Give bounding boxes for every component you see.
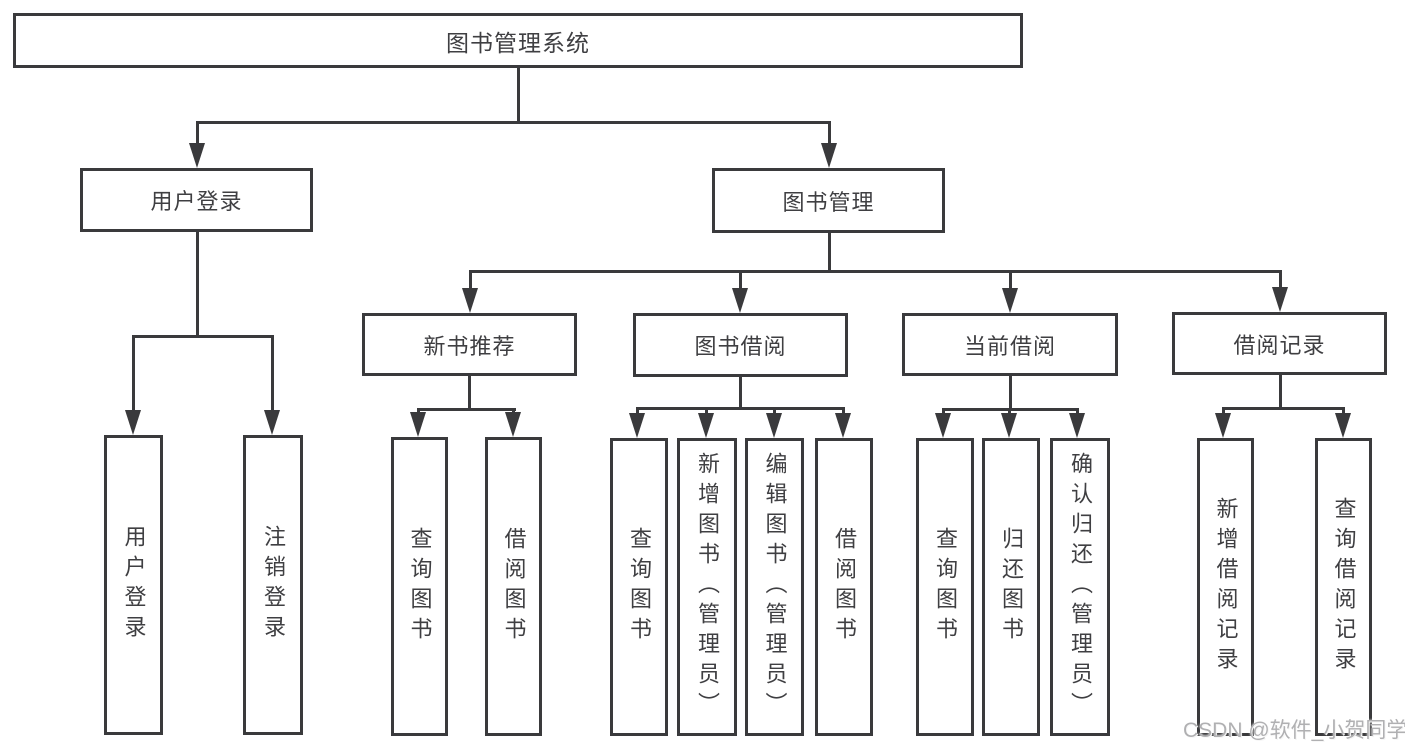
- csdn-watermark: CSDN @软件_小贺同学: [1183, 719, 1405, 742]
- leaf-cb-query-books-label: 查询图书: [933, 527, 958, 647]
- arrow-down-icon: [629, 413, 645, 438]
- connector-nbr-trunk: [468, 376, 471, 408]
- arrow-down-icon: [410, 412, 426, 437]
- connector-stub-bb-edit: [773, 407, 776, 414]
- connector-stub-nbr-query: [417, 408, 420, 414]
- arrow-down-icon: [766, 413, 782, 438]
- connector-bb-rail: [636, 407, 845, 410]
- node-root-label: 图书管理系统: [446, 29, 590, 56]
- connector-cb-trunk: [1009, 376, 1012, 408]
- connector-bb-trunk: [739, 377, 742, 407]
- leaf-nbr-borrow-books: 借阅图书: [485, 437, 542, 736]
- node-user-login: 用户登录: [80, 168, 313, 232]
- leaf-cb-query-books: 查询图书: [916, 438, 974, 736]
- connector-stub-cb-query: [942, 408, 945, 414]
- arrow-down-icon: [264, 410, 280, 435]
- leaf-cb-return-books: 归还图书: [982, 438, 1040, 736]
- leaf-bb-borrow-books: 借阅图书: [815, 438, 873, 736]
- connector-stub-cb-confirm: [1076, 408, 1079, 414]
- arrow-down-icon: [125, 410, 141, 435]
- arrow-down-icon: [189, 143, 205, 168]
- connector-br-rail: [1222, 407, 1345, 410]
- leaf-bb-borrow-books-label: 借阅图书: [832, 527, 857, 647]
- leaf-bb-query-books: 查询图书: [610, 438, 668, 736]
- leaf-nbr-borrow-books-label: 借阅图书: [501, 526, 527, 647]
- arrow-down-icon: [835, 413, 851, 438]
- arrow-down-icon: [1002, 288, 1018, 313]
- leaf-bb-add-books-admin: 新增图书（管理员）: [677, 438, 737, 736]
- leaf-nbr-query-books-label: 查询图书: [407, 526, 433, 647]
- node-new-book-recommend: 新书推荐: [362, 313, 577, 376]
- connector-stub-br-add: [1222, 407, 1225, 414]
- connector-stub-leaf-login: [132, 335, 135, 413]
- arrow-down-icon: [1001, 413, 1017, 438]
- leaf-bb-edit-books-admin: 编辑图书（管理员）: [745, 438, 804, 736]
- leaf-logout: 注销登录: [243, 435, 303, 735]
- leaf-br-add-record: 新增借阅记录: [1197, 438, 1254, 736]
- arrow-down-icon: [1215, 413, 1231, 438]
- connector-user-login-rail: [132, 335, 274, 338]
- connector-stub-current-borrow: [1009, 270, 1012, 290]
- leaf-bb-edit-books-admin-label: 编辑图书（管理员）: [762, 452, 788, 722]
- connector-stub-user-login: [196, 121, 199, 146]
- arrow-down-icon: [1335, 413, 1351, 438]
- node-current-borrow: 当前借阅: [902, 313, 1118, 376]
- connector-stub-book-mgmt: [828, 121, 831, 146]
- node-current-borrow-label: 当前借阅: [963, 333, 1056, 359]
- arrow-down-icon: [821, 143, 837, 168]
- node-new-book-recommend-label: 新书推荐: [423, 333, 516, 359]
- arrow-down-icon: [1272, 287, 1288, 312]
- node-root: 图书管理系统: [13, 13, 1023, 68]
- leaf-logout-label: 注销登录: [261, 525, 286, 645]
- connector-stub-bb-query: [636, 407, 639, 414]
- connector-stub-br-query: [1342, 407, 1345, 414]
- connector-level3-rail: [469, 270, 1282, 273]
- connector-stub-new-book: [469, 270, 472, 290]
- leaf-cb-return-books-label: 归还图书: [999, 527, 1024, 647]
- node-book-management: 图书管理: [712, 168, 945, 233]
- arrow-down-icon: [935, 413, 951, 438]
- arrow-down-icon: [1069, 413, 1085, 438]
- node-book-borrow-label: 图书借阅: [694, 334, 787, 359]
- arrow-down-icon: [462, 288, 478, 313]
- connector-stub-leaf-logout: [271, 335, 274, 413]
- connector-book-mgmt-trunk: [828, 233, 831, 270]
- connector-nbr-rail: [417, 408, 516, 411]
- connector-stub-book-borrow: [739, 270, 742, 290]
- node-borrow-records: 借阅记录: [1172, 312, 1387, 375]
- leaf-cb-confirm-return-admin-label: 确认归还（管理员）: [1068, 452, 1093, 722]
- arrow-down-icon: [698, 413, 714, 438]
- leaf-bb-query-books-label: 查询图书: [627, 527, 652, 647]
- connector-stub-nbr-borrow: [512, 408, 515, 414]
- connector-level2-rail: [196, 121, 831, 124]
- node-borrow-records-label: 借阅记录: [1233, 332, 1326, 358]
- node-book-management-label: 图书管理: [782, 189, 875, 215]
- connector-stub-bb-add: [705, 407, 708, 414]
- leaf-br-add-record-label: 新增借阅记录: [1213, 497, 1239, 677]
- arrow-down-icon: [732, 288, 748, 313]
- leaf-nbr-query-books: 查询图书: [391, 437, 448, 736]
- arrow-down-icon: [505, 412, 521, 437]
- leaf-cb-confirm-return-admin: 确认归还（管理员）: [1050, 438, 1110, 736]
- node-user-login-label: 用户登录: [150, 189, 243, 214]
- node-book-borrow: 图书借阅: [633, 313, 848, 377]
- connector-user-login-trunk: [196, 232, 199, 335]
- connector-stub-cb-return: [1008, 408, 1011, 414]
- connector-stub-borrow-records: [1279, 270, 1282, 289]
- leaf-br-query-record: 查询借阅记录: [1315, 438, 1372, 736]
- leaf-user-login: 用户登录: [104, 435, 163, 735]
- connector-stub-bb-borrow: [842, 407, 845, 414]
- leaf-user-login-label: 用户登录: [121, 525, 147, 645]
- connector-br-trunk: [1279, 375, 1282, 407]
- connector-root-trunk: [517, 68, 520, 121]
- leaf-br-query-record-label: 查询借阅记录: [1331, 497, 1357, 677]
- leaf-bb-add-books-admin-label: 新增图书（管理员）: [695, 452, 720, 722]
